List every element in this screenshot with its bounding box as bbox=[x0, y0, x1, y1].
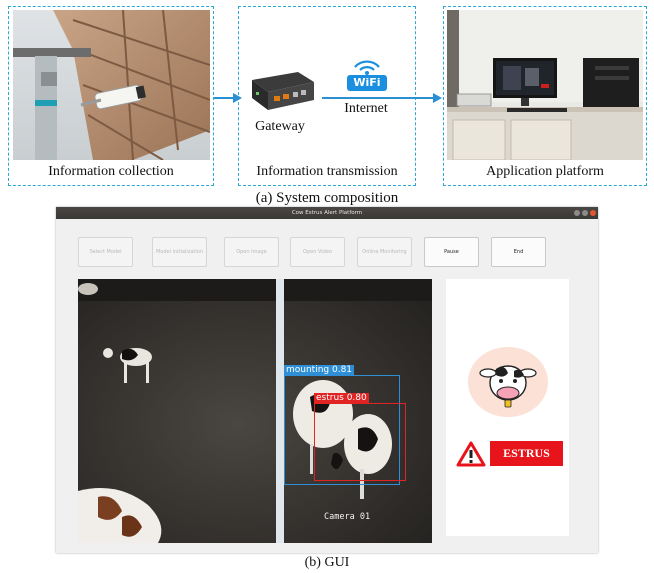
open-video-button[interactable]: Open Video bbox=[290, 237, 345, 267]
detection-label-estrus: estrus 0.80 bbox=[314, 393, 369, 404]
camera-photo bbox=[13, 10, 210, 160]
platform-caption: Application platform bbox=[486, 164, 604, 179]
video-display: mounting 0.81 estrus 0.80 Camera 01 bbox=[78, 279, 432, 543]
detection-box-estrus bbox=[314, 403, 406, 481]
maximize-icon[interactable] bbox=[582, 210, 588, 216]
gui-caption: (b) GUI bbox=[304, 555, 350, 570]
internet-label: Internet bbox=[344, 101, 388, 116]
warning-triangle-icon bbox=[456, 441, 486, 467]
wifi-icon: WiFi bbox=[345, 55, 389, 95]
app-window: Cow Estrus Alert Platform Select Model M… bbox=[56, 207, 598, 553]
select-model-button[interactable]: Select Model bbox=[78, 237, 133, 267]
estrus-badge: ESTRUS bbox=[490, 441, 563, 466]
cow-face-icon bbox=[468, 347, 548, 417]
collection-block bbox=[8, 6, 214, 186]
transmission-caption: Information transmission bbox=[256, 164, 398, 179]
detection-label-mounting: mounting 0.81 bbox=[284, 365, 355, 376]
window-title: Cow Estrus Alert Platform bbox=[291, 210, 363, 216]
gateway-device-icon bbox=[246, 70, 318, 114]
composition-caption: (a) System composition bbox=[255, 190, 399, 206]
platform-photo bbox=[447, 10, 643, 160]
wifi-badge: WiFi bbox=[347, 75, 387, 91]
model-initialization-button[interactable]: Model initialization bbox=[152, 237, 207, 267]
end-button[interactable]: End bbox=[491, 237, 546, 267]
open-image-button[interactable]: Open Image bbox=[224, 237, 279, 267]
collection-caption: Information collection bbox=[48, 164, 174, 179]
camera-label: Camera 01 bbox=[324, 512, 371, 522]
online-monitoring-button[interactable]: Online Monitoring bbox=[357, 237, 412, 267]
close-icon[interactable] bbox=[590, 210, 596, 216]
title-bar: Cow Estrus Alert Platform bbox=[56, 207, 598, 219]
internet-link-line bbox=[322, 97, 434, 99]
arrow-collection-to-transmission bbox=[214, 97, 236, 99]
platform-block bbox=[443, 6, 647, 186]
alert-panel: ESTRUS bbox=[446, 279, 569, 536]
pause-button[interactable]: Pause bbox=[424, 237, 479, 267]
minimize-icon[interactable] bbox=[574, 210, 580, 216]
gateway-label: Gateway bbox=[255, 119, 305, 134]
